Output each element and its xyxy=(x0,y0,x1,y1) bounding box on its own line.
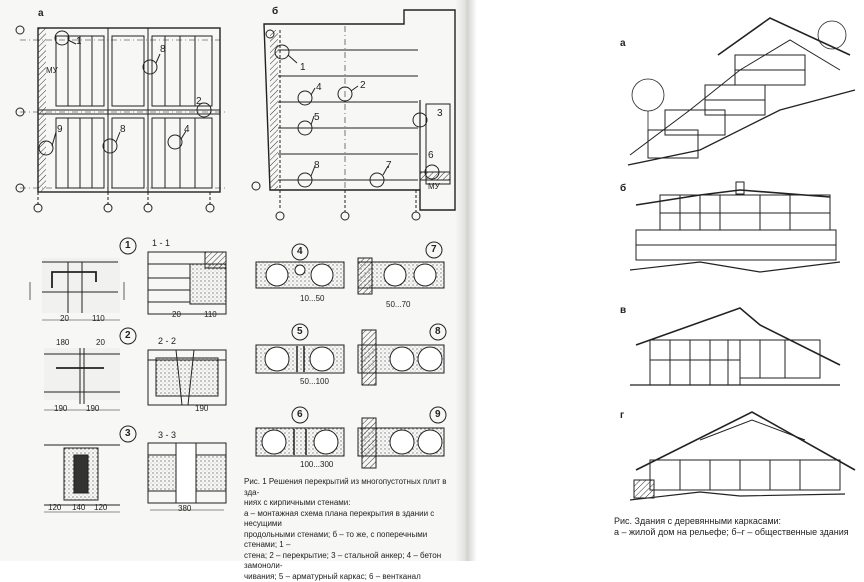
panel-b-label: б xyxy=(272,6,278,17)
section-label-1-1: 1 - 1 xyxy=(152,238,170,248)
dim-2-180: 180 xyxy=(56,338,69,347)
plan-a-label-8: 8 xyxy=(160,44,166,55)
plan-a-label-1: 1 xyxy=(76,36,82,47)
dim-1-110: 110 xyxy=(92,314,105,323)
plan-b-label-6: 6 xyxy=(428,150,434,161)
building-b xyxy=(630,182,840,272)
plan-b xyxy=(252,10,455,220)
plan-b-label-1: 1 xyxy=(300,62,306,73)
dim-2-190a: 190 xyxy=(54,404,67,413)
dim-22-190: 190 xyxy=(195,404,208,413)
caption-line-3: а – монтажная схема плана перекрытия в з… xyxy=(244,509,462,530)
detail-number-2: 2 xyxy=(125,330,131,341)
building-d xyxy=(630,412,855,500)
plan-b-mu: МУ xyxy=(428,182,440,191)
figure-2-caption: Рис. Здания с деревянными каркасами: а –… xyxy=(614,516,854,538)
figure-2-panel-b: б xyxy=(620,183,626,194)
dim-5: 50...100 xyxy=(300,377,329,386)
caption-line-2: ниях с кирпичными стенами: xyxy=(244,498,462,509)
plan-b-label-2: 2 xyxy=(360,80,366,91)
detail-number-7: 7 xyxy=(431,244,437,255)
detail-number-9: 9 xyxy=(435,409,441,420)
figure-2-panel-d: г xyxy=(620,410,624,421)
detail-number-5: 5 xyxy=(297,326,303,337)
plan-b-label-8: 8 xyxy=(314,160,320,171)
caption-line-6: чивания; 5 – арматурный каркас; 6 – вент… xyxy=(244,572,462,582)
dim-2-20: 20 xyxy=(96,338,105,347)
plan-b-label-5: 5 xyxy=(314,112,320,123)
panel-a-label: а xyxy=(38,8,44,19)
plan-a-label-4: 4 xyxy=(184,124,190,135)
detail-number-6: 6 xyxy=(297,409,303,420)
caption-line-5: стена; 2 – перекрытие; 3 – стальной анке… xyxy=(244,551,462,572)
plan-b-label-3: 3 xyxy=(437,108,443,119)
dim-7: 50...70 xyxy=(386,300,410,309)
plan-a-label-9: 9 xyxy=(57,124,63,135)
detail-2-2-section xyxy=(148,350,226,405)
dim-3-120b: 120 xyxy=(94,503,107,512)
dim-2-190b: 190 xyxy=(86,404,99,413)
detail-1-1-section xyxy=(148,252,226,314)
figure-2-caption-line-2: а – жилой дом на рельефе; б–г – обществе… xyxy=(614,527,854,538)
dim-33-380: 380 xyxy=(178,504,191,513)
detail-number-3: 3 xyxy=(125,428,131,439)
plan-a xyxy=(16,26,228,212)
detail-3-3-section xyxy=(148,443,226,510)
caption-line-1: Рис. 1 Решения перекрытий из многопустот… xyxy=(244,477,462,498)
building-c xyxy=(630,308,840,385)
building-a xyxy=(628,18,855,165)
slab-section-9 xyxy=(358,407,446,468)
section-label-2-2: 2 - 2 xyxy=(158,336,176,346)
plan-b-label-7: 7 xyxy=(386,160,392,171)
plan-a-label-8b: 8 xyxy=(120,124,126,135)
dim-11-20: 20 xyxy=(172,310,181,319)
caption-line-4: продольными стенами; б – то же, с попере… xyxy=(244,530,462,551)
dim-4: 10...50 xyxy=(300,294,324,303)
detail-1 xyxy=(30,238,136,320)
detail-number-8: 8 xyxy=(435,326,441,337)
dim-11-110: 110 xyxy=(204,310,217,319)
figure-2-caption-line-1: Рис. Здания с деревянными каркасами: xyxy=(614,516,854,527)
figure-2-panel-c: в xyxy=(620,305,626,316)
section-label-3-3: 3 - 3 xyxy=(158,430,176,440)
plan-a-label-2: 2 xyxy=(196,96,202,107)
dim-3-140: 140 xyxy=(72,503,85,512)
detail-3 xyxy=(44,426,136,512)
dim-3-120a: 120 xyxy=(48,503,61,512)
plan-a-mu: МУ xyxy=(46,66,58,75)
plan-b-label-4: 4 xyxy=(316,82,322,93)
dim-1-20: 20 xyxy=(60,314,69,323)
detail-number-4: 4 xyxy=(297,246,303,257)
detail-number-1: 1 xyxy=(125,240,131,251)
figure-2-panel-a: а xyxy=(620,38,626,49)
figure-1-caption: Рис. 1 Решения перекрытий из многопустот… xyxy=(244,477,462,582)
dim-6: 100...300 xyxy=(300,460,333,469)
slab-section-8 xyxy=(358,324,446,385)
